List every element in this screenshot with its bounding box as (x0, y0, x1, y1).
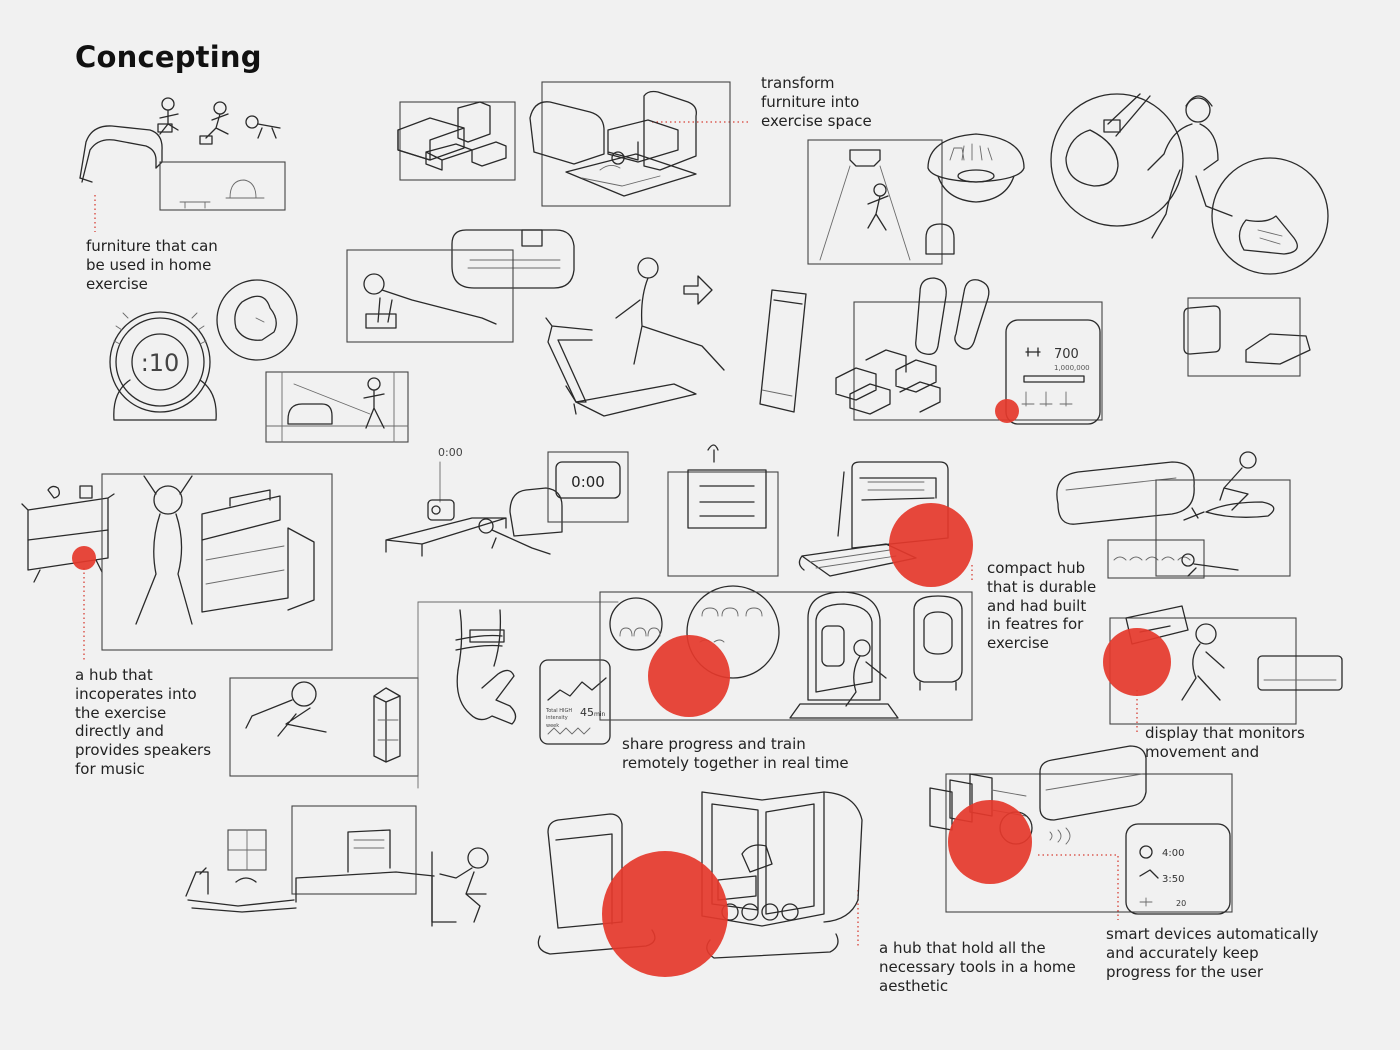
sketch-pod (789, 591, 963, 719)
sketch-compact-hub (667, 444, 949, 577)
clock-small: 0:00 (438, 446, 463, 459)
clock-display: 0:00 (571, 473, 605, 491)
sketch-pill-hub (1056, 451, 1291, 579)
page-title: Concepting (75, 40, 262, 74)
sketch-pushup-speaker (229, 677, 419, 777)
red-marker (1103, 628, 1171, 696)
annotation-smart-devices: smart devices automatically and accurate… (1106, 925, 1319, 981)
fitness-minutes: 45 (580, 706, 594, 719)
red-marker (948, 800, 1032, 884)
sketch-bench-pushup (346, 229, 575, 343)
annotation-home-aesthetic: a hub that hold all the necessary tools … (879, 939, 1076, 995)
leader-smart-devices (1038, 854, 1119, 920)
watch-time-3: 20 (1176, 899, 1186, 908)
sketch-hand-phone: 45 min Total HIGH intensity week (417, 601, 619, 789)
red-marker (648, 635, 730, 717)
fitness-total: Total HIGH (545, 708, 572, 714)
annotation-hub-speakers: a hub that incoperates into the exercise… (75, 666, 212, 778)
sketch-blocks-app: 700 1,000,000 (835, 277, 1311, 425)
sketch-desk-squat (185, 805, 489, 927)
sketch-clock-table: 0:00 0:00 (385, 446, 629, 557)
red-marker (995, 399, 1019, 423)
sketch-wearables (1050, 93, 1329, 275)
red-marker (889, 503, 973, 587)
sketch-projector (807, 133, 1025, 265)
sketch-smart-devices: 4:00 3:50 20 (929, 745, 1233, 915)
sketch-sling-chair (79, 97, 286, 211)
sketch-frame-exercise (545, 257, 807, 417)
dial-number: :10 (141, 349, 180, 377)
sketch-sofa-transform (397, 81, 731, 207)
fitness-intensity: intensity (546, 715, 568, 721)
annotation-display-monitors: display that monitors movement and (1145, 724, 1305, 761)
red-marker (72, 546, 96, 570)
annotation-compact-hub: compact hub that is durable and had buil… (987, 559, 1097, 653)
annotation-share-progress: share progress and train remotely togeth… (622, 735, 849, 772)
red-marker (602, 851, 728, 977)
app-count: 700 (1054, 347, 1079, 362)
fitness-week: week (546, 723, 559, 729)
annotation-transform: transform furniture into exercise space (761, 74, 872, 130)
watch-time-1: 4:00 (1162, 848, 1184, 859)
sketch-dresser-hub (21, 473, 333, 651)
watch-time-2: 3:50 (1162, 874, 1184, 885)
app-subcount: 1,000,000 (1054, 364, 1090, 372)
sketch-dial-speaker: :10 (109, 279, 409, 443)
sketch-remote-group (599, 585, 973, 721)
annotation-furniture: furniture that can be used in home exerc… (86, 237, 218, 293)
